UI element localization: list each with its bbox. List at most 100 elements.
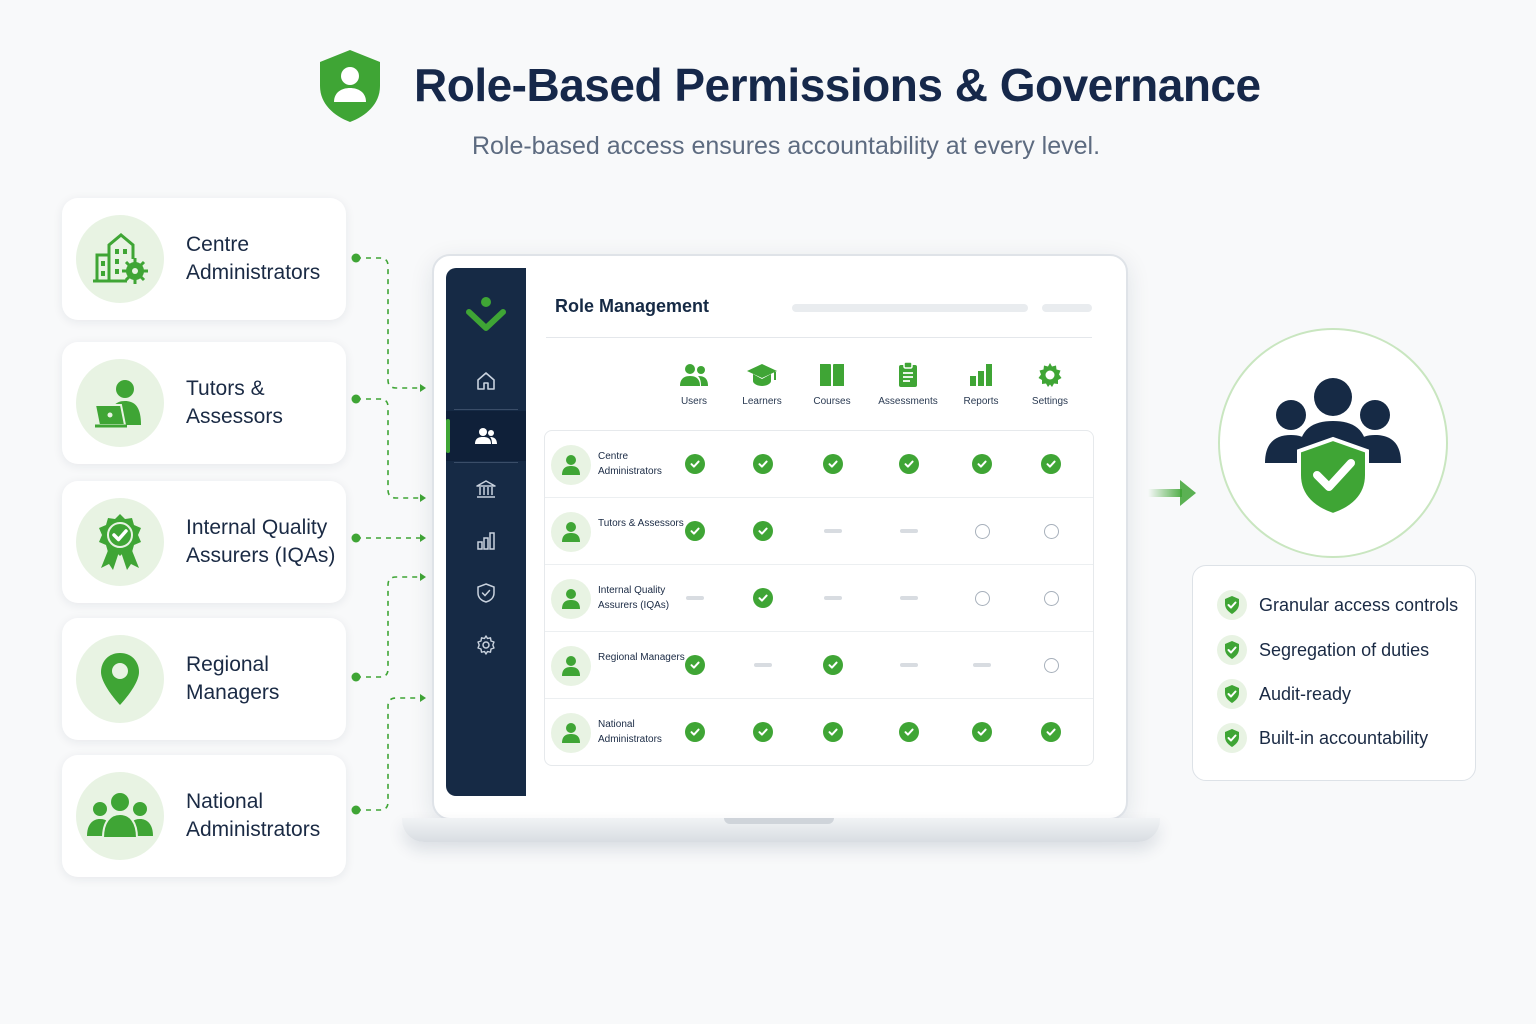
column-header-reports[interactable]: Reports bbox=[941, 360, 1021, 407]
column-label: Assessments bbox=[878, 396, 938, 407]
users-icon bbox=[475, 428, 497, 444]
permission-none[interactable] bbox=[822, 520, 844, 542]
permission-granted[interactable] bbox=[752, 520, 774, 542]
permission-granted[interactable] bbox=[822, 453, 844, 475]
permission-granted[interactable] bbox=[971, 721, 993, 743]
permission-granted[interactable] bbox=[898, 721, 920, 743]
permission-granted[interactable] bbox=[822, 721, 844, 743]
check-circle-icon bbox=[899, 722, 919, 742]
permission-granted[interactable] bbox=[1040, 721, 1062, 743]
role-name: Tutors & Assessors bbox=[598, 518, 684, 529]
permission-none[interactable] bbox=[971, 654, 993, 676]
person-icon bbox=[562, 522, 580, 542]
permission-granted[interactable] bbox=[752, 721, 774, 743]
permission-granted[interactable] bbox=[752, 587, 774, 609]
avatar bbox=[551, 445, 591, 485]
shield-check-icon bbox=[1217, 590, 1247, 620]
institution-icon bbox=[476, 480, 496, 498]
role-card-iqas: Internal Quality Assurers (IQAs) bbox=[62, 481, 346, 603]
sidebar-item-security[interactable] bbox=[446, 568, 526, 618]
empty-circle-icon bbox=[1043, 590, 1059, 606]
table-row[interactable]: National Administrators bbox=[545, 699, 1093, 766]
role-card-regional-managers: Regional Managers bbox=[62, 618, 346, 740]
check-circle-icon bbox=[753, 722, 773, 742]
column-header-learners[interactable]: Learners bbox=[722, 360, 802, 407]
role-card-centre-administrators: Centre Administrators bbox=[62, 198, 346, 320]
role-label: National Administrators bbox=[186, 790, 321, 841]
role-label: Centre Administrators bbox=[186, 233, 321, 284]
permission-partial[interactable] bbox=[971, 587, 993, 609]
permission-granted[interactable] bbox=[752, 453, 774, 475]
permission-granted[interactable] bbox=[822, 654, 844, 676]
permission-none[interactable] bbox=[898, 587, 920, 609]
home-icon bbox=[477, 372, 495, 390]
dash-icon bbox=[900, 529, 918, 533]
permission-none[interactable] bbox=[684, 587, 706, 609]
shield-check-icon bbox=[1217, 723, 1247, 753]
permission-granted[interactable] bbox=[684, 721, 706, 743]
permission-granted[interactable] bbox=[1040, 453, 1062, 475]
table-row[interactable]: Internal Quality Assurers (IQAs) bbox=[545, 565, 1093, 632]
benefit-item: Granular access controls bbox=[1217, 590, 1458, 620]
permission-granted[interactable] bbox=[684, 654, 706, 676]
column-label: Settings bbox=[1031, 396, 1069, 407]
sidebar-item-users[interactable] bbox=[446, 411, 526, 461]
benefit-item: Audit-ready bbox=[1217, 679, 1351, 709]
users-icon bbox=[680, 364, 708, 386]
column-label: Learners bbox=[742, 396, 782, 407]
table-row[interactable]: Regional Managers bbox=[545, 632, 1093, 699]
column-label: Reports bbox=[963, 396, 999, 407]
benefit-label: Segregation of duties bbox=[1259, 639, 1430, 660]
dash-icon bbox=[824, 529, 842, 533]
check-circle-icon bbox=[972, 454, 992, 474]
permission-none[interactable] bbox=[898, 654, 920, 676]
check-circle-icon bbox=[1041, 454, 1061, 474]
page-subtitle: Role-based access ensures accountability… bbox=[471, 132, 1101, 160]
permission-none[interactable] bbox=[752, 654, 774, 676]
permission-granted[interactable] bbox=[684, 520, 706, 542]
check-circle-icon bbox=[899, 454, 919, 474]
column-header-assessments[interactable]: Assessments bbox=[868, 360, 948, 407]
column-label: Courses bbox=[813, 396, 851, 407]
benefit-item: Built-in accountability bbox=[1217, 723, 1428, 753]
sidebar-item-settings[interactable] bbox=[446, 620, 526, 670]
empty-circle-icon bbox=[1043, 657, 1059, 673]
sidebar-item-home[interactable] bbox=[446, 356, 526, 406]
dash-icon bbox=[900, 596, 918, 600]
permission-granted[interactable] bbox=[971, 453, 993, 475]
role-name: Centre Administrators bbox=[598, 451, 662, 477]
role-label: Internal Quality Assurers (IQAs) bbox=[186, 516, 336, 567]
dash-icon bbox=[973, 663, 991, 667]
table-row[interactable]: Centre Administrators bbox=[545, 431, 1093, 498]
role-name: Internal Quality Assurers (IQAs) bbox=[598, 585, 670, 611]
check-circle-icon bbox=[753, 454, 773, 474]
permission-none[interactable] bbox=[898, 520, 920, 542]
dash-icon bbox=[824, 596, 842, 600]
permission-partial[interactable] bbox=[1040, 520, 1062, 542]
sidebar-item-institution[interactable] bbox=[446, 464, 526, 514]
connector-lines bbox=[351, 253, 426, 815]
sidebar bbox=[446, 268, 526, 796]
shield-check-icon bbox=[1217, 679, 1247, 709]
tutor-laptop-icon bbox=[76, 359, 164, 447]
app-screen: Role Management Users Learners Courses A… bbox=[446, 268, 1114, 796]
benefit-item: Segregation of duties bbox=[1217, 635, 1429, 665]
sidebar-item-reports[interactable] bbox=[446, 516, 526, 566]
check-circle-icon bbox=[972, 722, 992, 742]
group-icon bbox=[76, 772, 164, 860]
permission-partial[interactable] bbox=[1040, 587, 1062, 609]
empty-circle-icon bbox=[1043, 523, 1059, 539]
permission-none[interactable] bbox=[822, 587, 844, 609]
role-card-tutors-assessors: Tutors & Assessors bbox=[62, 342, 346, 464]
permission-granted[interactable] bbox=[898, 453, 920, 475]
permission-partial[interactable] bbox=[971, 520, 993, 542]
column-header-courses[interactable]: Courses bbox=[792, 360, 872, 407]
column-header-settings[interactable]: Settings bbox=[1010, 360, 1090, 407]
column-header-users[interactable]: Users bbox=[654, 360, 734, 407]
panel-title: Role Management bbox=[555, 296, 710, 316]
permission-granted[interactable] bbox=[684, 453, 706, 475]
role-label: Tutors & Assessors bbox=[186, 377, 283, 428]
table-row[interactable]: Tutors & Assessors bbox=[545, 498, 1093, 565]
permission-partial[interactable] bbox=[1040, 654, 1062, 676]
dash-icon bbox=[686, 596, 704, 600]
